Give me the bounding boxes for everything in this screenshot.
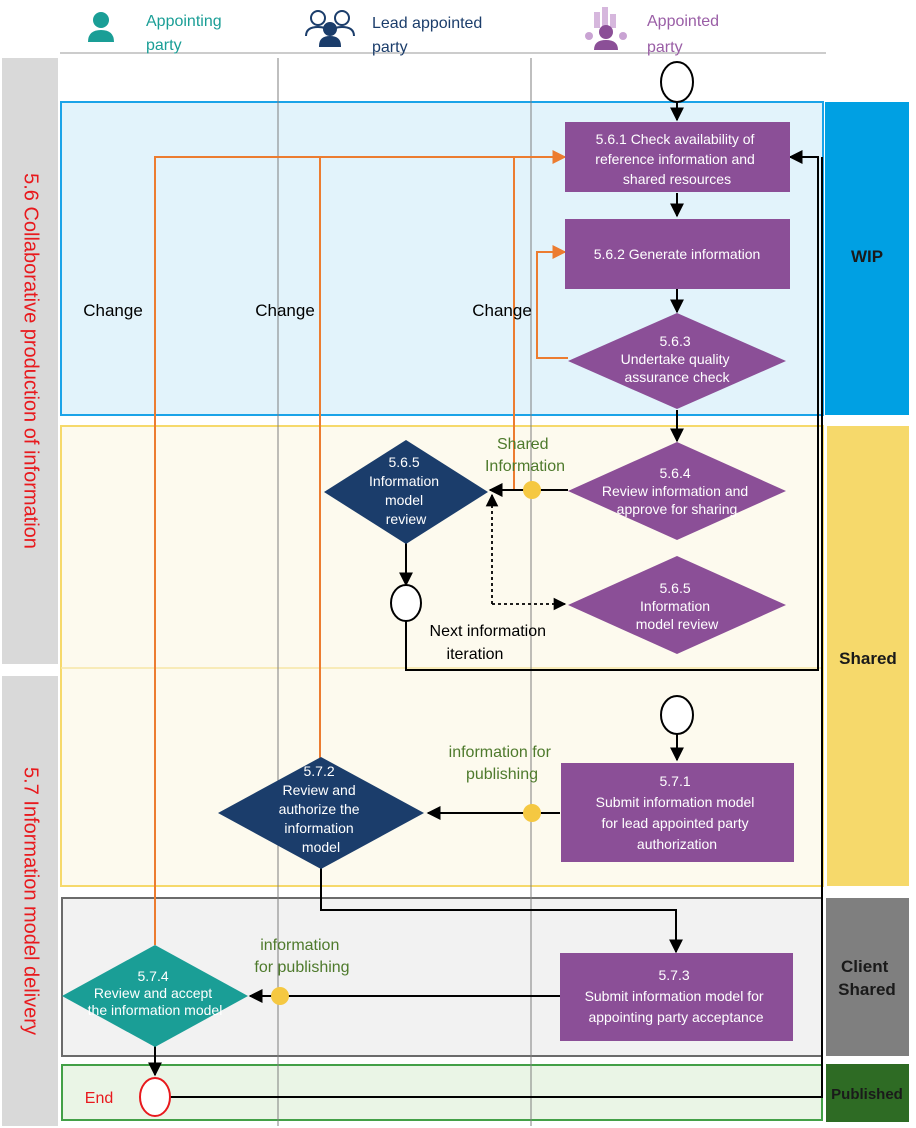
step-5-7-3: 5.7.3 Submit information model for appoi… xyxy=(560,953,793,1041)
change-flows xyxy=(154,150,568,945)
state-wip: WIP xyxy=(825,102,909,415)
published-zone xyxy=(61,1064,823,1121)
svg-text:WIP: WIP xyxy=(851,247,883,266)
header-row: Appointing party Lead appointed party Ap… xyxy=(60,7,826,56)
state-shared: Shared xyxy=(827,426,909,886)
lead-appointed-party-header: Lead appointed party xyxy=(372,15,487,56)
iteration-node xyxy=(390,584,422,622)
dotted-feedback xyxy=(485,493,567,611)
svg-text:5.6.2 Generate information: 5.6.2 Generate information xyxy=(594,246,761,262)
state-client-shared: Client Shared xyxy=(826,898,909,1056)
state-published: Published xyxy=(826,1064,909,1122)
step-5-6-4: 5.6.4 Review information and approve for… xyxy=(568,442,786,540)
step-5-6-2: 5.6.2 Generate information xyxy=(565,219,790,289)
svg-text:5.6.5 Information: 5.6.5 Information model review xyxy=(369,454,443,527)
svg-text:5.6.1 Check availability of: 5.6.1 Check availability of reference in… xyxy=(595,131,758,187)
exchange-point-shared-information xyxy=(523,481,541,499)
start-node-5-6 xyxy=(660,61,694,103)
section-bar-5-6: 5.6 Collaborative production of informat… xyxy=(2,58,58,664)
svg-text:5.6.4 Review information: 5.6.4 Review information and approve for… xyxy=(602,465,752,517)
appointed-party-icon xyxy=(585,7,627,50)
end-label: End xyxy=(85,1090,113,1107)
svg-text:5.6.3 Undertake quality: 5.6.3 Undertake quality assurance check xyxy=(621,333,734,385)
change-label-lead: Change xyxy=(255,301,315,320)
shared-information-label: Shared Information xyxy=(485,436,565,475)
process-flows xyxy=(148,101,823,1098)
step-5-7-1: 5.7.1 Submit information model for lead … xyxy=(561,763,794,862)
step-5-6-5-appointed: 5.6.5 Information model review xyxy=(568,556,786,654)
appointed-party-header: Appointed party xyxy=(647,13,724,56)
change-label-appointed: Change xyxy=(472,301,532,320)
svg-text:5.7.3 Submit information: 5.7.3 Submit information model for appoi… xyxy=(585,967,768,1025)
lead-appointed-party-icon xyxy=(305,10,355,47)
svg-text:5.7.4 Review and accept: 5.7.4 Review and accept the information … xyxy=(88,968,223,1018)
section-title-5-7: 5.7 Information model delivery xyxy=(20,767,42,1035)
step-5-7-4: 5.7.4 Review and accept the information … xyxy=(62,945,248,1047)
appointing-party-icon xyxy=(88,12,114,42)
svg-text:Client Shared: Client Shared xyxy=(838,957,896,999)
info-for-publishing-client: information for publishing xyxy=(254,937,349,976)
svg-text:5.7.2 Review and a: 5.7.2 Review and authorize the informati… xyxy=(279,763,364,855)
section-bar-5-7: 5.7 Information model delivery xyxy=(2,676,58,1126)
start-node-5-7 xyxy=(660,695,694,735)
change-label-appointing: Change xyxy=(83,301,143,320)
next-iteration-label: Next information iteration xyxy=(430,623,551,663)
info-for-publishing-lead: information for publishing xyxy=(449,744,556,783)
exchange-point-client-publishing xyxy=(271,987,289,1005)
end-node xyxy=(139,1077,171,1117)
svg-text:5.6.5 Information: 5.6.5 Information model review xyxy=(636,580,719,632)
step-5-6-5-lead: 5.6.5 Information model review xyxy=(324,440,488,544)
exchange-point-lead-publishing xyxy=(523,804,541,822)
step-5-6-3: 5.6.3 Undertake quality assurance check xyxy=(568,313,786,409)
section-title-5-6: 5.6 Collaborative production of informat… xyxy=(20,173,42,549)
appointing-party-header: Appointing party xyxy=(146,13,226,54)
svg-text:5.7.1 Submit information: 5.7.1 Submit information model for lead … xyxy=(596,773,759,852)
svg-text:Shared: Shared xyxy=(839,649,897,668)
step-5-6-1: 5.6.1 Check availability of reference in… xyxy=(565,122,790,192)
svg-text:Published: Published xyxy=(831,1086,903,1103)
step-5-7-2: 5.7.2 Review and authorize the informati… xyxy=(218,757,424,869)
